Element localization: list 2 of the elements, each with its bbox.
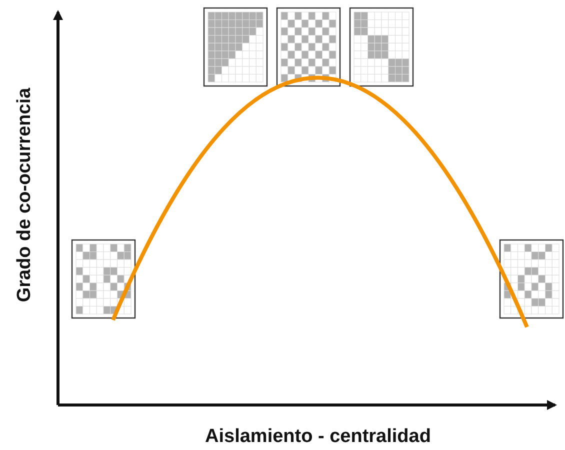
x-axis-label: Aislamiento - centralidad bbox=[205, 426, 431, 448]
y-axis-label: Grado de co-ocurrencia bbox=[14, 88, 36, 302]
